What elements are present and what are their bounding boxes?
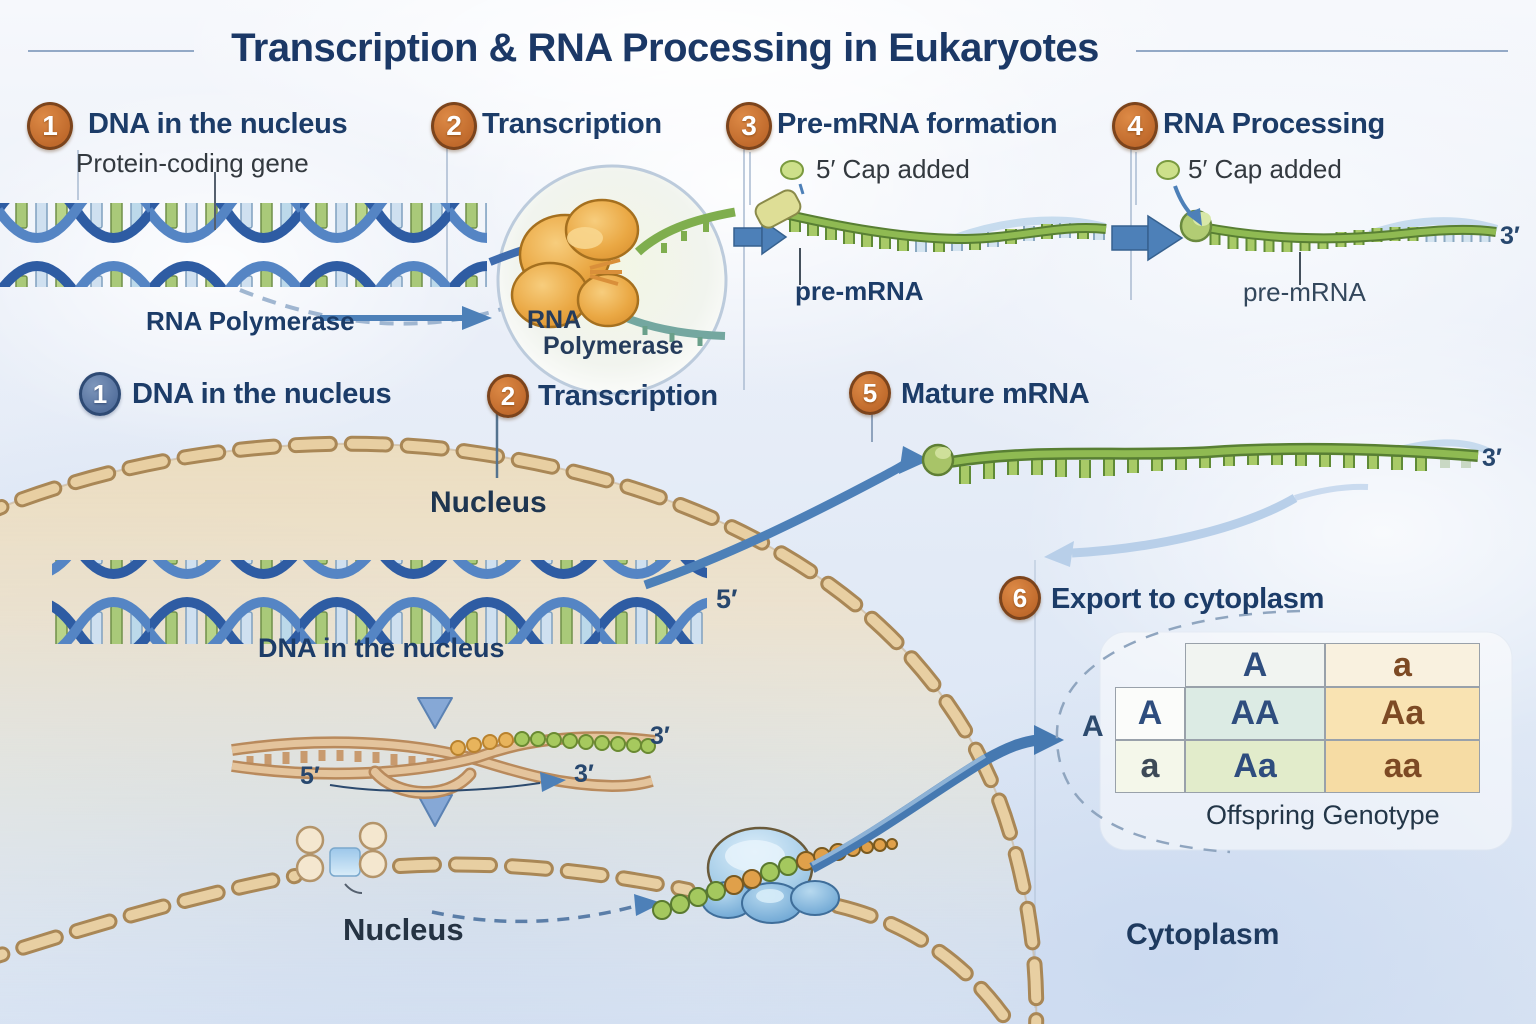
- helix-five-prime: 5′: [716, 584, 738, 614]
- punnett-cell-AA: AA: [1185, 687, 1325, 740]
- punnett-row-header-a: a: [1115, 740, 1185, 793]
- step-5-label: Mature mRNA: [901, 378, 1090, 410]
- step-2b-label: Transcription: [538, 380, 718, 412]
- punnett-cell-Aa-top: Aa: [1325, 687, 1480, 740]
- step-4-badge: 4: [1112, 102, 1158, 150]
- punnett-cell-Aa-bottom: Aa: [1185, 740, 1325, 793]
- cap-added-label-3: 5′ Cap added: [816, 154, 970, 184]
- step-5-badge: 5: [849, 371, 891, 415]
- premrna-strand-4: [1156, 160, 1499, 285]
- step-6-badge: 6: [999, 576, 1041, 620]
- nucleus-label-top: Nucleus: [430, 486, 547, 519]
- step-2b-badge: 2: [487, 374, 529, 418]
- nuclear-membrane: [0, 435, 1045, 1024]
- step-6-label: Export to cytoplasm: [1051, 583, 1325, 615]
- mature-mrna-strand: [921, 439, 1490, 484]
- rna-polymerase-lens-label-line2: Polymerase: [543, 332, 684, 360]
- bubble-three-prime-top: 3′: [650, 722, 670, 750]
- punnett-row-header-A: A: [1115, 687, 1185, 740]
- nucleus-dashed-pointer: [431, 894, 662, 924]
- nuclear-pore: [295, 821, 388, 894]
- step-4-label: RNA Processing: [1163, 108, 1385, 140]
- step-1-badge: 1: [27, 102, 73, 150]
- arrow-to-premrna: [733, 218, 788, 256]
- arrow-to-processing: [1111, 214, 1184, 262]
- rna-beads: [450, 731, 656, 756]
- step-1b-label: DNA in the nucleus: [132, 378, 392, 410]
- transcription-bubble: [231, 731, 656, 799]
- mature-three-prime: 3′: [1482, 444, 1502, 472]
- pre-mrna-label-3: pre-mRNA: [795, 276, 924, 306]
- pre-mrna-4-three-prime: 3′: [1500, 222, 1520, 250]
- punnett-col-header-a: a: [1325, 643, 1480, 687]
- arrow-nucleus-to-mature: [643, 446, 930, 590]
- cytoplasm-label: Cytoplasm: [1126, 918, 1280, 951]
- dna-in-nucleus-label: DNA in the nucleus: [258, 633, 505, 663]
- export-allele-label: A: [1082, 710, 1104, 743]
- export-arrow: [809, 725, 1064, 873]
- step-3-badge: 3: [726, 102, 772, 150]
- nucleus-label-bottom: Nucleus: [343, 912, 464, 947]
- dna-helix-nucleus: [52, 560, 707, 644]
- bubble-three-prime-arrow: 3′: [574, 760, 594, 788]
- step-3-label: Pre-mRNA formation: [777, 108, 1058, 140]
- punnett-cell-aa: aa: [1325, 740, 1480, 793]
- protein-coding-gene-label: Protein-coding gene: [76, 148, 309, 178]
- title-rule-left: [28, 50, 194, 52]
- punnett-col-header-A: A: [1185, 643, 1325, 687]
- punnett-square: A a A a AA Aa Aa aa: [1115, 643, 1480, 793]
- cap-added-label-4: 5′ Cap added: [1188, 154, 1342, 184]
- step-1-label: DNA in the nucleus: [88, 108, 348, 140]
- punnett-caption: Offspring Genotype: [1206, 800, 1440, 830]
- dna-helix-top: [0, 172, 487, 287]
- bubble-five-prime: 5′: [300, 762, 320, 790]
- title-rule-right: [1136, 50, 1508, 52]
- rna-polymerase-lens-label-line1: RNA: [527, 306, 582, 334]
- arrow-mature-down: [1044, 483, 1369, 567]
- step-2-label: Transcription: [482, 108, 662, 140]
- step-1b-badge: 1: [79, 372, 121, 416]
- step-2-badge: 2: [431, 102, 477, 150]
- rna-polymerase-lens: [488, 164, 736, 396]
- rna-polymerase-label: RNA Polymerase: [146, 306, 355, 336]
- premrna-strand-3: [754, 160, 1107, 285]
- page-title: Transcription & RNA Processing in Eukary…: [231, 26, 1099, 70]
- pre-mrna-label-4: pre-mRNA: [1243, 277, 1366, 307]
